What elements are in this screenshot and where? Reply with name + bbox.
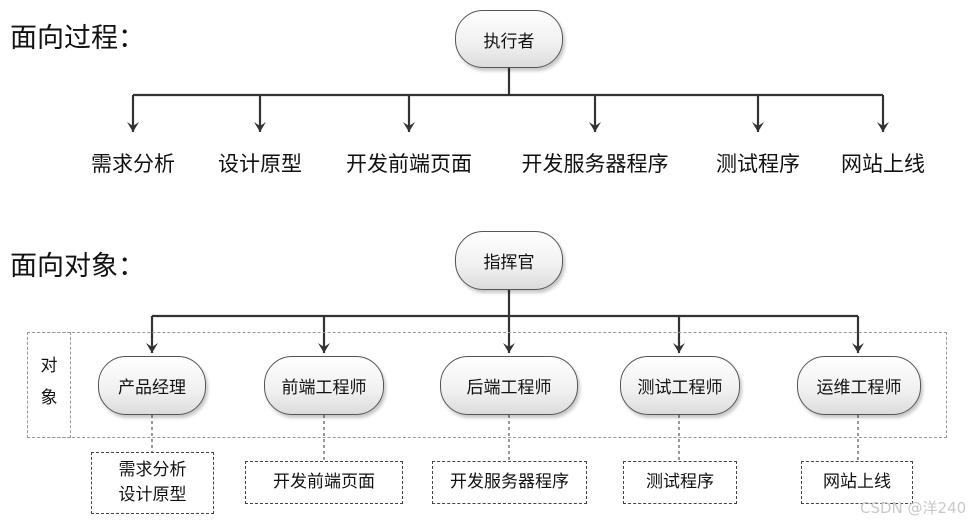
task-text: 需求分析 (118, 460, 187, 480)
step-prototype: 设计原型 (218, 152, 302, 176)
object-node-test-engineer: 测试工程师 (620, 356, 740, 415)
task-box-ops-engineer: 网站上线 (801, 461, 913, 504)
step-requirements: 需求分析 (91, 152, 175, 176)
object-name: 运维工程师 (816, 378, 902, 398)
object-group-label-char-1: 对 (40, 356, 58, 376)
object-node-product-manager: 产品经理 (98, 356, 206, 415)
task-box-product-manager: 需求分析 设计原型 (91, 452, 214, 514)
task-box-backend-engineer: 开发服务器程序 (432, 461, 587, 504)
step-launch: 网站上线 (841, 152, 925, 176)
object-node-ops-engineer: 运维工程师 (797, 356, 921, 415)
task-text: 开发前端页面 (273, 472, 375, 492)
task-box-frontend-engineer: 开发前端页面 (245, 461, 403, 504)
watermark: CSDN @洋240 (860, 499, 967, 517)
commander-node: 指挥官 (455, 231, 563, 290)
step-backend: 开发服务器程序 (521, 152, 669, 176)
object-name: 前端工程师 (281, 378, 367, 398)
object-oriented-heading: 面向对象： (10, 251, 145, 282)
step-testing: 测试程序 (716, 152, 800, 176)
object-name: 后端工程师 (466, 378, 552, 398)
task-box-test-engineer: 测试程序 (623, 461, 737, 504)
object-node-frontend-engineer: 前端工程师 (264, 356, 384, 415)
object-group-label: 对 象 (39, 350, 59, 414)
object-group-box (27, 332, 947, 438)
task-text: 测试程序 (646, 472, 714, 492)
executor-label: 执行者 (483, 31, 535, 52)
step-frontend: 开发前端页面 (346, 152, 472, 176)
object-name: 测试工程师 (637, 378, 723, 398)
executor-node: 执行者 (455, 10, 563, 68)
procedural-heading: 面向过程： (10, 23, 145, 54)
task-text: 开发服务器程序 (450, 472, 569, 492)
object-node-backend-engineer: 后端工程师 (440, 356, 578, 415)
object-group-label-char-2: 象 (40, 388, 58, 408)
commander-label: 指挥官 (483, 253, 535, 273)
task-text: 设计原型 (118, 485, 187, 505)
object-name: 产品经理 (118, 378, 186, 398)
task-text: 网站上线 (823, 472, 891, 492)
